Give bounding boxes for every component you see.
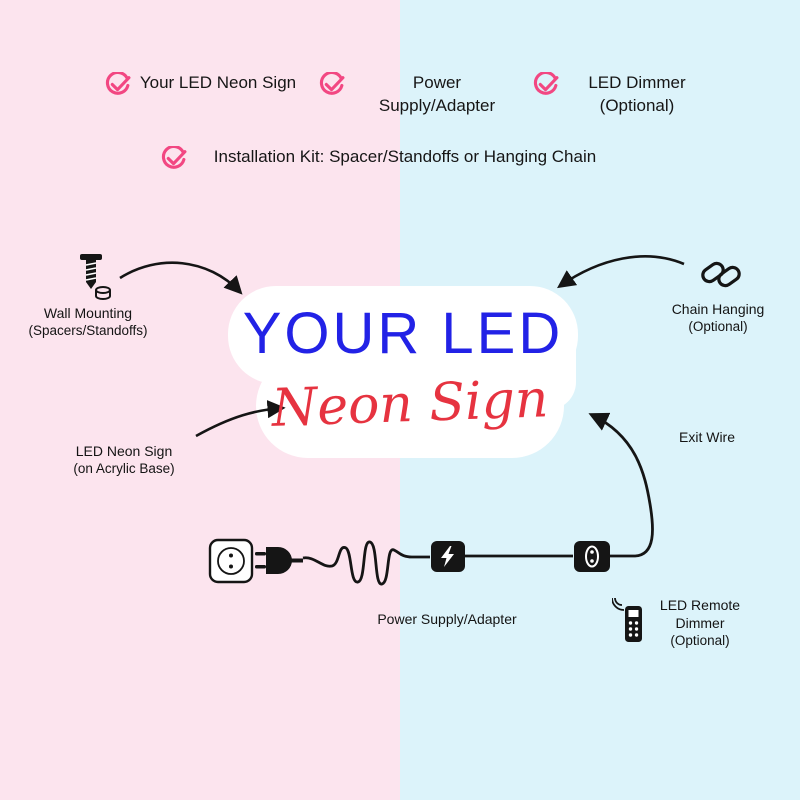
chain-link-icon <box>698 254 744 294</box>
checklist-item-power-supply: Power Supply/Adapter <box>318 72 521 118</box>
checklist-item-neon-sign: Your LED Neon Sign <box>104 72 297 99</box>
power-supply-label: Power Supply/Adapter <box>377 611 517 627</box>
checkmark-icon <box>160 146 187 173</box>
checklist-item-dimmer: LED Dimmer (Optional) <box>532 72 707 118</box>
checkmark-icon <box>532 72 559 99</box>
checkmark-icon <box>104 72 131 99</box>
wall-socket-icon <box>208 538 254 584</box>
remote-dimmer-label: LED Remote Dimmer (Optional) <box>659 597 741 649</box>
remote-control-icon <box>612 596 646 644</box>
chain-hanging-label: Chain Hanging (Optional) <box>671 301 765 335</box>
screw-standoff-icon <box>74 252 114 300</box>
checkmark-icon <box>318 72 345 99</box>
checklist-label: Installation Kit: Spacer/Standoffs or Ha… <box>213 147 597 166</box>
sign-backdrop <box>256 354 564 458</box>
power-adapter-icon <box>430 540 466 573</box>
sign-backdrop <box>520 320 576 410</box>
wall-mounting-label: Wall Mounting (Spacers/Standoffs) <box>28 305 148 339</box>
checklist-label: LED Dimmer (Optional) <box>588 73 686 115</box>
checklist-label: Power Supply/Adapter <box>378 73 496 115</box>
checklist-item-installation-kit: Installation Kit: Spacer/Standoffs or Ha… <box>160 146 615 173</box>
sign-title-line1: YOUR LED <box>242 301 564 366</box>
power-plug-icon <box>255 544 305 578</box>
exit-wire-label: Exit Wire <box>679 429 735 445</box>
checklist-label: Your LED Neon Sign <box>139 73 297 92</box>
inline-dimmer-icon <box>573 540 611 573</box>
led-neon-sign-label: LED Neon Sign (on Acrylic Base) <box>73 443 175 477</box>
sign-title-line2: Neon Sign <box>270 369 550 439</box>
